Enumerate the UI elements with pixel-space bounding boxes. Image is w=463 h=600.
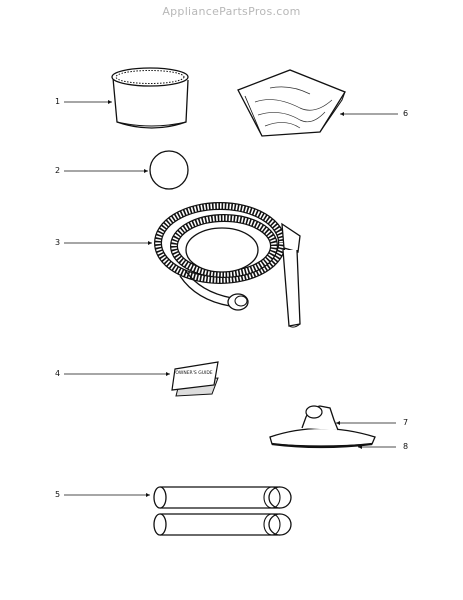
owners-guide-part: OWNER'S GUIDE: [171, 361, 219, 397]
extension-wands-part: [153, 486, 292, 536]
hose-part: [154, 202, 301, 328]
dust-bag-part: [237, 69, 346, 137]
callout-6: 6: [403, 109, 409, 118]
callout-5: 5: [55, 490, 61, 499]
callout-2: 2: [55, 166, 61, 175]
watermark: AppliancePartsPros.com: [162, 5, 301, 18]
filter-disc-part: [149, 150, 189, 190]
callout-3: 3: [55, 238, 61, 247]
owners-guide-cover-text: OWNER'S GUIDE: [175, 370, 212, 376]
callout-4: 4: [55, 369, 61, 378]
callout-8: 8: [403, 442, 409, 451]
callout-7: 7: [403, 418, 409, 427]
filter-sleeve-part: [111, 67, 189, 129]
callout-1: 1: [55, 97, 61, 106]
floor-nozzle-part: [269, 405, 376, 449]
